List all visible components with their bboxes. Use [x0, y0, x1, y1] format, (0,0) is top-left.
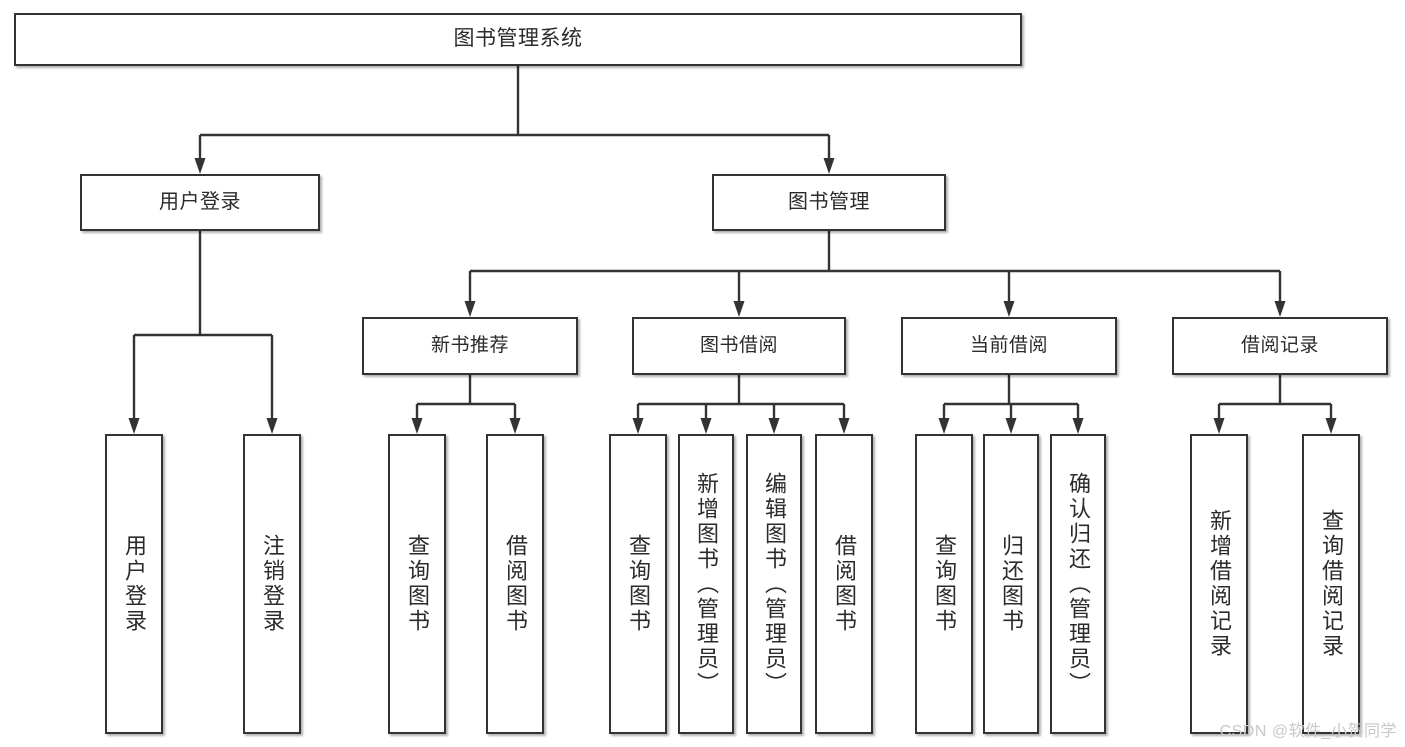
node-label: 借阅图书 [503, 534, 528, 634]
node-leaf-9[interactable]: 查询图书 [915, 434, 973, 734]
node-leaf-11[interactable]: 确认归还（管理员） [1050, 434, 1106, 734]
node-label: 查询借阅记录 [1319, 509, 1344, 659]
node-leaf-4[interactable]: 借阅图书 [486, 434, 544, 734]
node-label: 编辑图书（管理员） [762, 471, 787, 697]
node-leaf-2[interactable]: 注销登录 [243, 434, 301, 734]
node-label: 查询图书 [405, 534, 430, 634]
node-label: 查询图书 [626, 534, 651, 634]
node-label: 用户登录 [159, 190, 241, 213]
node-label: 当前借阅 [969, 334, 1048, 356]
node-leaf-1[interactable]: 用户登录 [105, 434, 163, 734]
node-label: 注销登录 [260, 534, 285, 634]
node-leaf-8[interactable]: 借阅图书 [815, 434, 873, 734]
node-label: 借阅图书 [832, 534, 857, 634]
node-label: 新书推荐 [430, 334, 509, 356]
node-label: 归还图书 [999, 534, 1024, 634]
node-login[interactable]: 用户登录 [80, 174, 320, 231]
node-records[interactable]: 借阅记录 [1172, 317, 1388, 375]
node-bookmgmt[interactable]: 图书管理 [712, 174, 946, 231]
node-label: 图书管理系统 [453, 27, 583, 51]
node-leaf-5[interactable]: 查询图书 [609, 434, 667, 734]
node-label: 用户登录 [122, 534, 147, 634]
node-leaf-12[interactable]: 新增借阅记录 [1190, 434, 1248, 734]
node-borrow[interactable]: 图书借阅 [632, 317, 846, 375]
node-label: 查询图书 [932, 534, 957, 634]
node-newbook[interactable]: 新书推荐 [362, 317, 578, 375]
node-label: 图书借阅 [699, 334, 778, 356]
node-leaf-7[interactable]: 编辑图书（管理员） [746, 434, 802, 734]
node-root[interactable]: 图书管理系统 [14, 13, 1022, 66]
node-leaf-13[interactable]: 查询借阅记录 [1302, 434, 1360, 734]
node-label: 新增借阅记录 [1207, 509, 1232, 659]
node-label: 新增图书（管理员） [694, 471, 719, 697]
node-leaf-6[interactable]: 新增图书（管理员） [678, 434, 734, 734]
node-leaf-10[interactable]: 归还图书 [983, 434, 1039, 734]
node-label: 图书管理 [788, 190, 870, 213]
node-label: 借阅记录 [1240, 334, 1319, 356]
node-label: 确认归还（管理员） [1066, 471, 1091, 697]
node-current[interactable]: 当前借阅 [901, 317, 1117, 375]
node-leaf-3[interactable]: 查询图书 [388, 434, 446, 734]
watermark-text: CSDN @软件_小贺同学 [1219, 723, 1397, 740]
